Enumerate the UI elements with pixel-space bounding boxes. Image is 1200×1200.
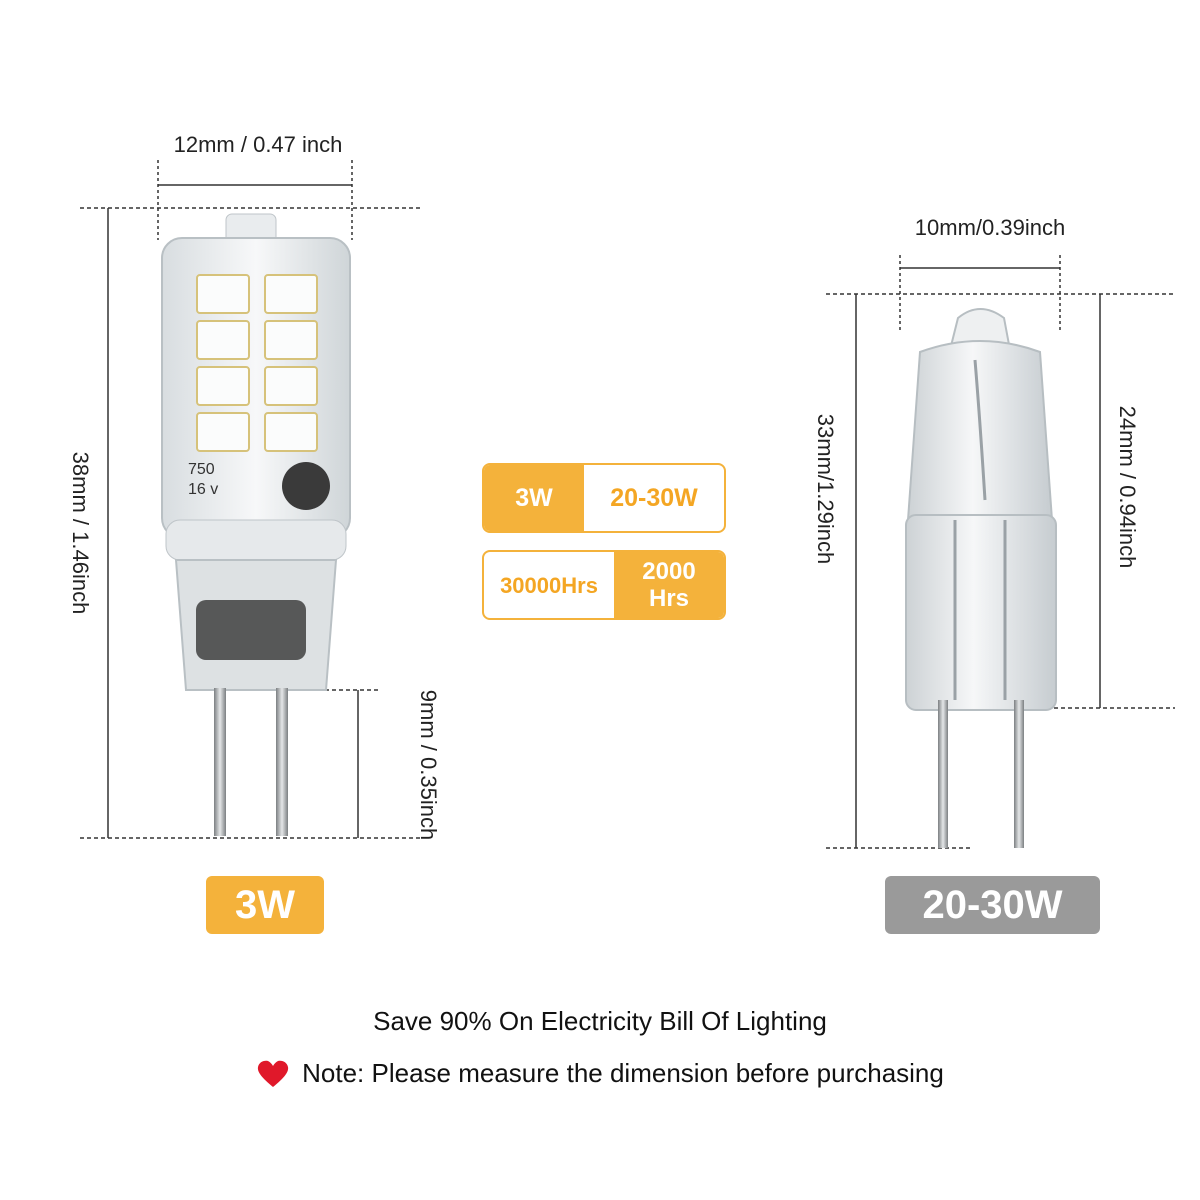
- lifespan-led-value: 30000Hrs: [500, 572, 598, 598]
- power-led-value: 3W: [484, 465, 584, 531]
- led-pin-label: 9mm / 0.35inch: [416, 689, 441, 841]
- led-height-label: 38mm / 1.46inch: [68, 451, 93, 615]
- led-width-label: 12mm / 0.47 inch: [173, 132, 343, 157]
- led-print-line1: 750: [188, 461, 215, 478]
- halogen-bulb-image: [905, 308, 1057, 848]
- lifespan-halogen-line1: 2000: [642, 558, 696, 585]
- halogen-body-label: 24mm / 0.94inch: [1115, 405, 1140, 569]
- note-row: Note: Please measure the dimension befor…: [0, 1058, 1200, 1089]
- halogen-width-label: 10mm/0.39inch: [914, 215, 1066, 240]
- headline: Save 90% On Electricity Bill Of Lighting: [373, 1006, 827, 1036]
- lifespan-halogen-line2: Hrs: [648, 585, 690, 612]
- led-height-dimension: [80, 207, 420, 839]
- halogen-power-badge: 20-30W: [885, 876, 1100, 934]
- lifespan-comparison: 30000Hrs 2000 Hrs: [482, 550, 726, 620]
- halogen-height-label: 33mm/1.29inch: [813, 413, 838, 565]
- halogen-body-dimension: [1040, 294, 1175, 709]
- led-width-dimension: [157, 160, 353, 240]
- heart-icon: [258, 1060, 289, 1087]
- led-bulb-image: [161, 213, 351, 836]
- led-print: 750 16 v: [188, 460, 218, 500]
- note-text: Note: Please measure the dimension befor…: [302, 1058, 944, 1088]
- power-halogen-value: 20-30W: [610, 483, 698, 512]
- halogen-width-dimension: [899, 255, 1061, 330]
- lifespan-halogen-value: 2000 Hrs: [614, 552, 724, 618]
- led-power-badge: 3W: [206, 876, 324, 934]
- led-print-line2: 16 v: [188, 481, 219, 498]
- led-pin-dimension: [290, 689, 380, 838]
- power-comparison: 3W 20-30W: [482, 463, 726, 533]
